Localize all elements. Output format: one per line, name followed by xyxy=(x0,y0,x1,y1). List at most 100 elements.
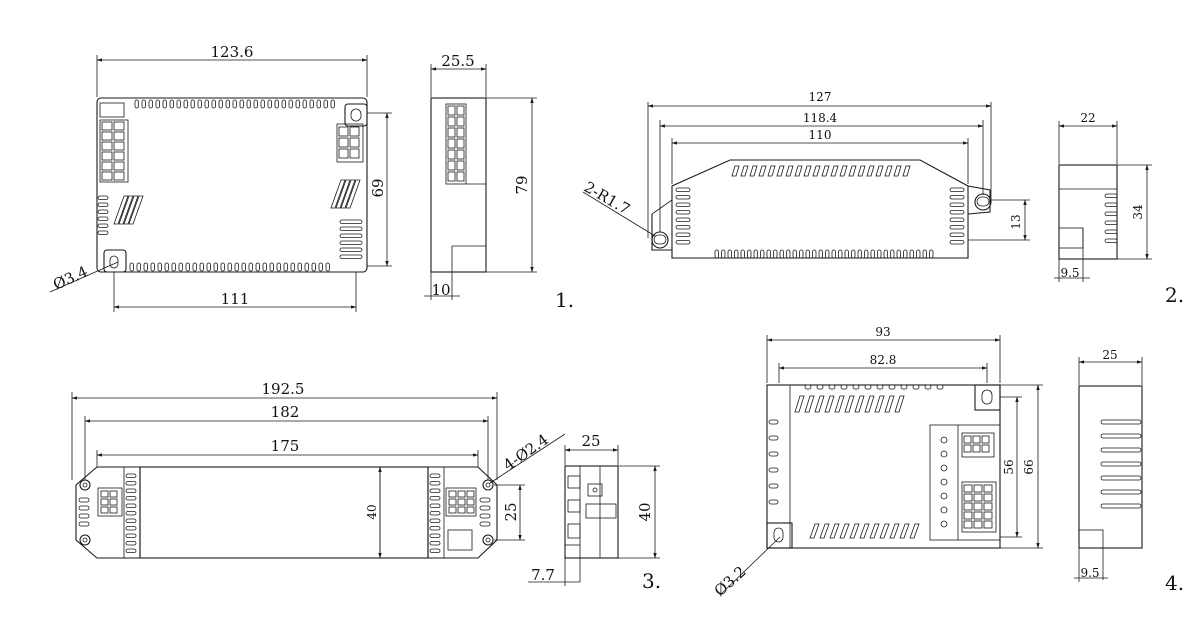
connector-pin xyxy=(456,127,465,138)
vent-slot xyxy=(839,165,848,177)
connector-pin xyxy=(113,161,125,171)
vent-slot xyxy=(852,384,860,390)
vent-slot xyxy=(339,219,363,224)
vent-slot xyxy=(896,249,901,259)
vent-slot xyxy=(864,395,875,413)
connector-pin xyxy=(466,498,475,506)
vent-slot xyxy=(864,384,872,390)
connector-pin xyxy=(973,520,983,529)
vent-slot xyxy=(758,165,767,177)
connector-pin xyxy=(447,149,456,160)
vent-slot xyxy=(819,523,830,539)
vent-slot xyxy=(773,249,778,259)
vent-slot xyxy=(178,262,183,272)
led-indicator xyxy=(940,492,948,500)
connector-pin xyxy=(447,171,456,182)
vent-slot xyxy=(267,99,272,109)
vent-slot xyxy=(206,262,211,272)
vent-slot xyxy=(888,384,896,390)
vent-slot xyxy=(675,195,691,200)
connector-pin xyxy=(448,506,457,514)
vent-slot xyxy=(125,496,137,501)
connector-pin xyxy=(447,138,456,149)
vent-slot xyxy=(128,195,144,225)
vent-slot xyxy=(274,99,279,109)
vent-slot xyxy=(1104,193,1118,198)
vent-slot xyxy=(141,99,146,109)
vent-slot xyxy=(125,473,137,478)
vent-slot xyxy=(857,165,866,177)
vent-slot xyxy=(1104,211,1118,216)
connector-pin xyxy=(466,490,475,498)
connector-pin xyxy=(447,160,456,171)
vent-slot xyxy=(429,518,441,523)
connector-pin xyxy=(101,151,113,161)
view-1-front xyxy=(96,97,368,273)
vent-slot xyxy=(849,523,860,539)
vent-slot xyxy=(749,165,758,177)
vent-slot xyxy=(829,523,840,539)
vent-slot xyxy=(838,249,843,259)
vent-slot xyxy=(768,499,779,505)
view-3-front xyxy=(75,466,498,559)
vent-slot xyxy=(884,165,893,177)
connector-pin xyxy=(101,131,113,141)
vent-slot xyxy=(766,249,771,259)
vent-slot xyxy=(1100,489,1142,495)
vent-slot xyxy=(864,249,869,259)
vent-slot xyxy=(125,503,137,508)
connector-pin xyxy=(113,141,125,151)
connector-pin xyxy=(457,498,466,506)
vent-slot xyxy=(429,533,441,538)
connector-pin xyxy=(963,520,973,529)
vent-slot xyxy=(125,533,137,538)
vent-slot xyxy=(851,249,856,259)
vent-slot xyxy=(1104,229,1118,234)
vent-slot xyxy=(248,262,253,272)
vent-slot xyxy=(912,384,920,390)
vent-slot xyxy=(866,165,875,177)
vent-slot xyxy=(839,523,850,539)
vent-slot xyxy=(295,99,300,109)
vent-slot xyxy=(429,488,441,493)
vent-slot xyxy=(844,249,849,259)
dim-4-height: 66 xyxy=(1022,459,1036,474)
vent-slot xyxy=(78,497,90,503)
vent-slot xyxy=(125,526,137,531)
vent-slot xyxy=(857,249,862,259)
vent-slot xyxy=(345,179,361,209)
view-3-label: 3. xyxy=(642,569,661,593)
vent-slot xyxy=(169,99,174,109)
vent-slot xyxy=(675,232,691,237)
view-3-side: 25 40 7.7 xyxy=(528,432,660,586)
vent-slot xyxy=(785,165,794,177)
vent-slot xyxy=(325,262,330,272)
vent-slot xyxy=(129,262,134,272)
vent-slot xyxy=(727,249,732,259)
vent-slot xyxy=(290,262,295,272)
vent-slot xyxy=(302,99,307,109)
vent-slot xyxy=(876,384,884,390)
vent-slot xyxy=(148,99,153,109)
connector-pin xyxy=(983,484,993,493)
connector-pin xyxy=(456,149,465,160)
dim-1-hole: Ø3.4 xyxy=(50,263,90,294)
view-2-side: 22 34 9.5 xyxy=(1054,111,1152,282)
connector-pin xyxy=(448,498,457,506)
connector-pin xyxy=(100,506,109,514)
vent-slot xyxy=(335,179,351,209)
connector-pin xyxy=(963,435,972,444)
connector-pin xyxy=(447,116,456,127)
vent-slot xyxy=(125,488,137,493)
connector-pin xyxy=(338,126,349,137)
connector-pin xyxy=(973,511,983,520)
vent-slot xyxy=(936,384,944,390)
vent-slot xyxy=(318,262,323,272)
vent-slot xyxy=(227,262,232,272)
connector-pin xyxy=(349,126,360,137)
vent-slot xyxy=(297,262,302,272)
vent-slot xyxy=(831,249,836,259)
connector-pin xyxy=(456,171,465,182)
vent-slot xyxy=(812,249,817,259)
